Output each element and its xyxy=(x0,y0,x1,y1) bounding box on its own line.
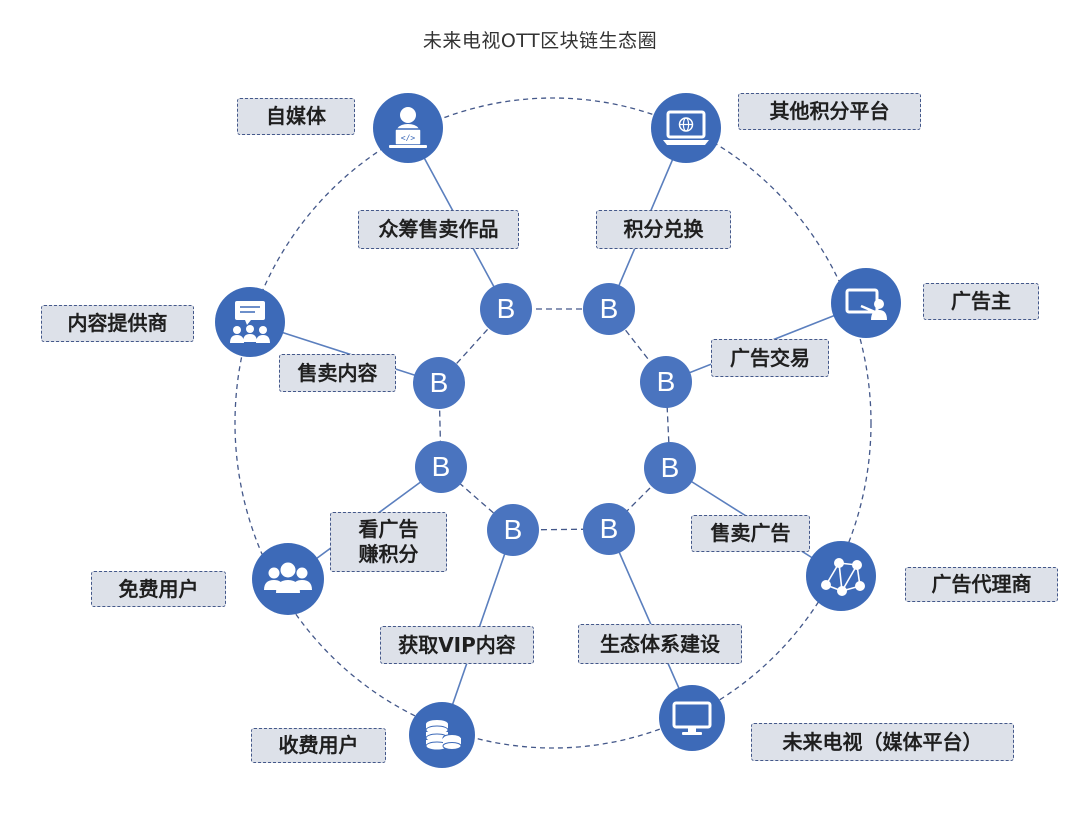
label-free-user: 免费用户 xyxy=(91,571,226,607)
action-points-exchange: 积分兑换 xyxy=(596,210,731,249)
network-people-icon xyxy=(806,541,876,611)
action-watch-ads-line2: 赚积分 xyxy=(358,542,419,566)
action-watch-ads-earn-points: 看广告 赚积分 xyxy=(330,512,447,572)
blockchain-node: B xyxy=(583,503,635,555)
outer-ring xyxy=(234,97,872,749)
svg-text:</>: </> xyxy=(401,134,416,143)
link-future-tv xyxy=(608,528,693,719)
action-ad-trading: 广告交易 xyxy=(711,339,829,377)
blockchain-node: B xyxy=(415,441,467,493)
action-crowdfund-sell-works: 众筹售卖作品 xyxy=(358,210,519,249)
developer-laptop-icon: </> xyxy=(373,93,443,163)
action-sell-content: 售卖内容 xyxy=(279,354,396,392)
user-group-icon xyxy=(252,543,324,615)
coins-stack-icon xyxy=(409,702,475,768)
presenter-screen-icon xyxy=(831,268,901,338)
presentation-audience-icon xyxy=(215,287,285,357)
blockchain-node: B xyxy=(640,356,692,408)
label-ad-agency: 广告代理商 xyxy=(905,567,1058,602)
diagram-title: 未来电视OTT区块链生态圈 xyxy=(422,30,658,52)
action-get-vip-content: 获取VIP内容 xyxy=(380,626,534,664)
blockchain-node: B xyxy=(644,442,696,494)
label-self-media: 自媒体 xyxy=(237,98,355,135)
label-content-provider: 内容提供商 xyxy=(41,305,194,342)
laptop-globe-icon xyxy=(651,93,721,163)
action-ecosystem-building: 生态体系建设 xyxy=(578,624,742,664)
blockchain-node: B xyxy=(487,504,539,556)
blockchain-node: B xyxy=(480,283,532,335)
tv-monitor-icon xyxy=(659,685,725,751)
action-sell-ads: 售卖广告 xyxy=(691,515,810,552)
label-advertiser: 广告主 xyxy=(923,283,1039,320)
blockchain-node: B xyxy=(583,283,635,335)
action-watch-ads-line1: 看广告 xyxy=(358,517,419,541)
inner-ring xyxy=(438,308,671,531)
label-paid-user: 收费用户 xyxy=(251,728,386,763)
blockchain-node: B xyxy=(413,357,465,409)
label-other-points-platform: 其他积分平台 xyxy=(738,93,921,130)
label-future-tv: 未来电视（媒体平台） xyxy=(751,723,1014,761)
